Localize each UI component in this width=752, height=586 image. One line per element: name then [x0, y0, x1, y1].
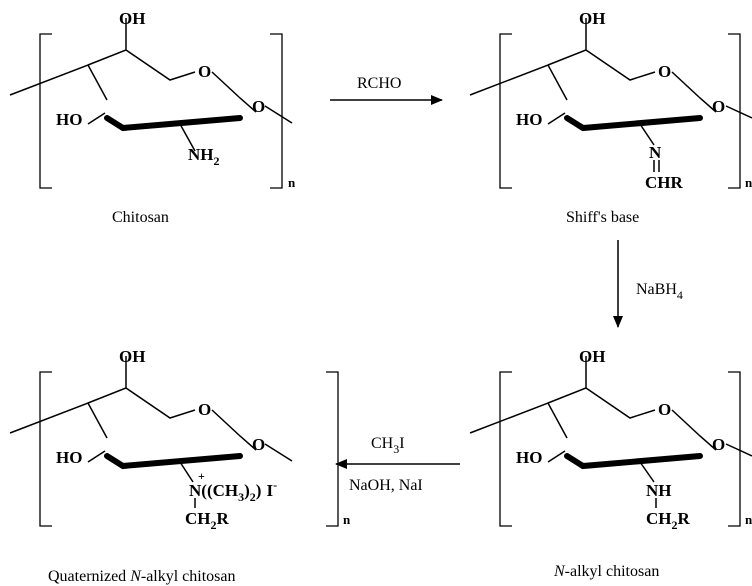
glycosidic-oxygen-label: O	[252, 97, 265, 116]
chr-label: CHR	[645, 173, 684, 192]
ch2r-label: CH2R	[185, 509, 230, 532]
glycosidic-oxygen-label: O	[252, 435, 265, 454]
reaction-step-1: RCHO	[330, 75, 443, 105]
repeat-n: n	[745, 512, 752, 527]
ho-label: HO	[56, 110, 82, 129]
right-bracket	[728, 33, 741, 189]
ring-oxygen-label: O	[658, 400, 671, 419]
right-bracket	[270, 33, 283, 189]
repeat-n: n	[288, 175, 296, 190]
imine-double-bond	[653, 160, 660, 172]
ho-label: HO	[516, 110, 542, 129]
oh-label: OH	[119, 347, 145, 366]
ring-backbone	[9, 356, 293, 462]
reaction-step-3: CH3I NaOH, NaI	[335, 435, 460, 494]
amine-bond	[639, 461, 655, 483]
ring-backbone	[469, 356, 752, 457]
shiffs-base-structure: OH O HO O N CHR n Shiff's base	[469, 9, 752, 226]
glycosidic-oxygen-label: O	[712, 435, 725, 454]
n-alkyl-chitosan-structure: OH O HO O NH CH2R n N-alkyl chitosan	[469, 347, 752, 580]
shiffs-base-caption: Shiff's base	[566, 209, 639, 226]
ring-backbone	[469, 18, 752, 119]
amine-label: NH2	[188, 145, 220, 168]
imine-bond	[639, 123, 655, 146]
chitosan-caption: Chitosan	[112, 209, 169, 226]
quaternized-caption: Quaternized N-alkyl chitosan	[48, 568, 236, 585]
reagent-naoh-nai: NaOH, NaI	[349, 477, 423, 494]
nh-label: NH	[646, 481, 672, 500]
glycosidic-oxygen-label: O	[712, 97, 725, 116]
quaternary-ammonium-label: N((CH3)2)I-	[189, 478, 277, 504]
ho-label: HO	[56, 448, 82, 467]
reagent-rchho: RCHO	[357, 75, 401, 92]
n-alkyl-chitosan-caption: N-alkyl chitosan	[553, 563, 659, 580]
imine-n-label: N	[649, 143, 662, 162]
ring-bottom-wedge	[104, 453, 243, 470]
left-bracket	[39, 371, 52, 527]
positive-charge: +	[198, 469, 205, 483]
left-bracket	[39, 33, 52, 189]
ring-oxygen-label: O	[658, 62, 671, 81]
right-bracket	[728, 371, 741, 527]
ch2r-label: CH2R	[646, 509, 691, 532]
ring-bottom-wedge	[564, 453, 703, 470]
repeat-n: n	[343, 512, 351, 527]
right-bracket	[326, 371, 339, 527]
quaternized-chitosan-structure: OH O HO O + N((CH3)2)I- CH2R n Quaterniz…	[9, 347, 351, 585]
chitosan-structure: OH O HO O NH2 n Chitosan	[9, 9, 296, 226]
oh-label: OH	[579, 9, 605, 28]
ring-bottom-wedge	[104, 115, 243, 132]
ring-oxygen-label: O	[198, 400, 211, 419]
repeat-n: n	[745, 175, 752, 190]
amine-bond	[179, 123, 196, 152]
oh-label: OH	[579, 347, 605, 366]
ammonium-bond	[179, 461, 194, 483]
ring-bottom-wedge	[564, 115, 703, 132]
ho-bond	[547, 112, 566, 125]
ring-backbone	[9, 18, 293, 124]
ho-bond	[87, 112, 106, 125]
reagent-ch3i: CH3I	[371, 435, 405, 456]
ho-bond	[547, 450, 566, 463]
ho-bond	[87, 450, 106, 463]
left-bracket	[499, 371, 512, 527]
ho-label: HO	[516, 448, 542, 467]
reagent-nabh4: NaBH4	[636, 281, 683, 302]
left-bracket	[499, 33, 512, 189]
reaction-step-2: NaBH4	[613, 240, 683, 328]
oh-label: OH	[119, 9, 145, 28]
ring-oxygen-label: O	[198, 62, 211, 81]
